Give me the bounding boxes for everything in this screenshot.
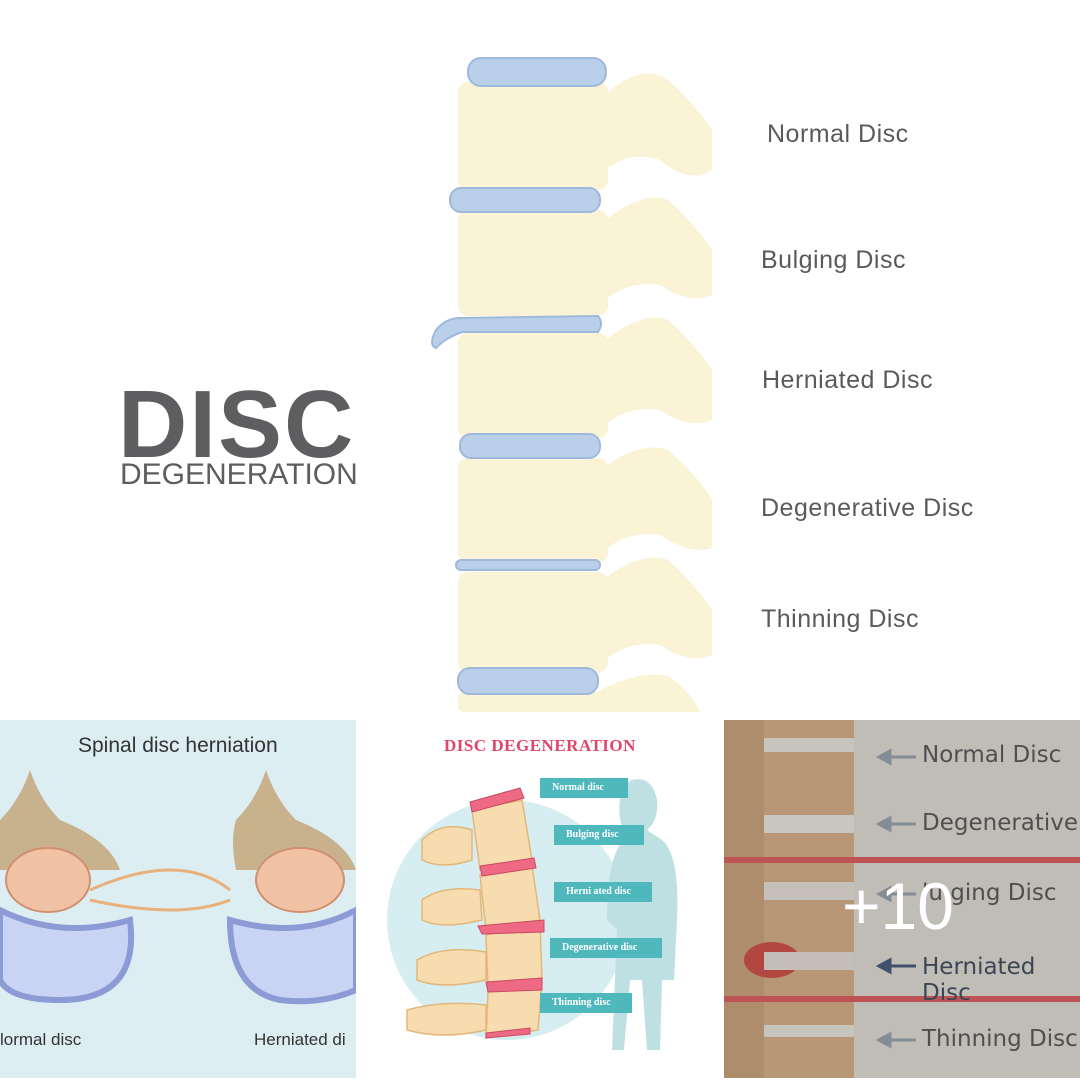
tile3-label-herniated: Herniated Disc (922, 954, 1036, 1006)
tile2-title: DISC DEGENERATION (444, 736, 636, 755)
tile3-label-bulging: lu ging Disc (922, 880, 1057, 906)
title-disc: DISC (118, 371, 356, 478)
label-thinning-disc: Thinning Disc (761, 605, 919, 633)
title-degeneration: DEGENERATION (120, 458, 358, 491)
photo-tile-more[interactable]: Normal Disc Degenerative lu ging Disc He… (724, 720, 1080, 1078)
label-herniated-disc: Herniated Disc (762, 366, 933, 394)
main-photo[interactable]: DISC DEGENERATION Normal Disc Bulging Di… (0, 0, 1080, 712)
label-normal-disc: Normal Disc (767, 120, 909, 148)
tile2-tag-thinning: Thinning disc (540, 993, 632, 1013)
label-bulging-disc: Bulging Disc (761, 246, 906, 274)
more-photos-overlay[interactable] (724, 720, 1080, 1078)
tile1-label-herniated: Herniated di (254, 1030, 346, 1049)
disc-photo-illustration (724, 720, 1080, 1078)
photo-tile-disc-degeneration[interactable]: DISC DEGENERATION Normal disc Bulging di… (362, 720, 718, 1078)
tile2-tag-normal: Normal disc (540, 778, 628, 798)
tile2-tag-herniated: Herni ated disc (554, 882, 652, 902)
tile2-tag-bulging: Bulging disc (554, 825, 644, 845)
spine-illustration (431, 57, 712, 712)
tile1-label-normal: lormal disc (0, 1030, 82, 1049)
herniation-illustration (0, 720, 356, 1078)
degeneration-illustration (387, 779, 678, 1050)
tile2-tag-degenerative: Degenerative disc (550, 938, 662, 958)
tile1-title: Spinal disc herniation (78, 734, 278, 757)
tile3-label-degenerative: Degenerative (922, 810, 1079, 836)
label-degenerative-disc: Degenerative Disc (761, 494, 974, 522)
tile3-label-thinning: Thinning Disc (922, 1026, 1078, 1052)
more-photos-count: +10 (842, 869, 954, 943)
photo-tile-spinal-herniation[interactable]: Spinal disc herniation lormal disc Herni… (0, 720, 356, 1078)
tile3-label-normal: Normal Disc (922, 742, 1062, 768)
